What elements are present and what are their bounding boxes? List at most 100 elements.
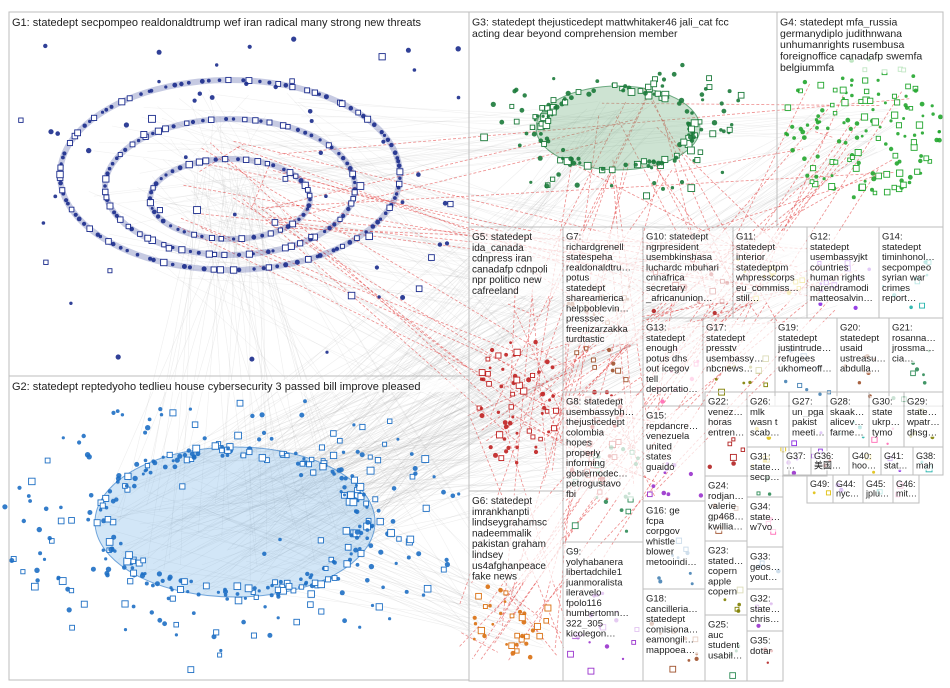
node[interactable] — [433, 475, 436, 478]
node[interactable] — [310, 573, 314, 577]
node[interactable] — [259, 119, 262, 122]
node-avatar[interactable] — [287, 170, 293, 176]
node[interactable] — [370, 524, 374, 528]
node[interactable] — [251, 235, 256, 240]
node-avatar[interactable] — [515, 633, 520, 638]
node[interactable] — [104, 557, 107, 560]
node[interactable] — [299, 577, 303, 581]
node[interactable] — [340, 490, 343, 493]
node[interactable] — [252, 267, 255, 270]
node[interactable] — [396, 438, 399, 441]
node[interactable] — [323, 230, 326, 233]
node[interactable] — [132, 476, 137, 481]
node[interactable] — [679, 98, 684, 103]
node-avatar[interactable] — [290, 221, 296, 227]
node[interactable] — [62, 436, 65, 439]
node-avatar[interactable] — [575, 351, 579, 355]
node[interactable] — [561, 157, 564, 160]
node[interactable] — [162, 621, 167, 626]
node[interactable] — [610, 184, 613, 187]
node[interactable] — [871, 171, 876, 176]
node[interactable] — [108, 167, 112, 171]
node-avatar[interactable] — [530, 125, 534, 129]
node-avatar[interactable] — [118, 153, 122, 157]
node[interactable] — [53, 195, 57, 199]
node-avatar[interactable] — [651, 81, 657, 87]
node[interactable] — [310, 134, 314, 138]
node[interactable] — [296, 462, 300, 466]
node[interactable] — [277, 616, 280, 619]
node-avatar[interactable] — [32, 583, 39, 590]
node[interactable] — [690, 111, 694, 115]
node[interactable] — [722, 129, 726, 133]
node[interactable] — [192, 611, 196, 615]
node[interactable] — [266, 586, 270, 590]
node[interactable] — [115, 214, 119, 218]
node-avatar[interactable] — [486, 372, 491, 377]
node-avatar[interactable] — [92, 115, 97, 120]
node[interactable] — [132, 605, 136, 609]
node[interactable] — [188, 265, 192, 269]
node-avatar[interactable] — [424, 585, 431, 592]
node[interactable] — [905, 95, 908, 98]
node-avatar[interactable] — [859, 99, 863, 103]
node[interactable] — [164, 173, 167, 176]
node[interactable] — [416, 551, 421, 556]
node-avatar[interactable] — [69, 588, 73, 592]
node-avatar[interactable] — [267, 120, 272, 125]
node[interactable] — [358, 525, 362, 529]
node[interactable] — [44, 507, 49, 512]
node[interactable] — [695, 657, 699, 661]
node-avatar[interactable] — [479, 370, 485, 376]
node[interactable] — [652, 484, 656, 488]
node[interactable] — [831, 174, 834, 177]
node-avatar[interactable] — [535, 623, 541, 629]
node[interactable] — [457, 492, 460, 495]
node[interactable] — [516, 432, 519, 435]
node[interactable] — [267, 633, 272, 638]
node[interactable] — [482, 634, 486, 638]
node[interactable] — [913, 134, 916, 137]
node-avatar[interactable] — [509, 405, 513, 409]
node[interactable] — [355, 536, 359, 540]
node[interactable] — [352, 176, 356, 180]
node[interactable] — [823, 177, 826, 180]
node[interactable] — [284, 83, 289, 88]
node[interactable] — [919, 172, 922, 175]
node-avatar[interactable] — [521, 388, 527, 394]
node-avatar[interactable] — [383, 442, 387, 446]
node-avatar[interactable] — [253, 118, 258, 123]
node[interactable] — [111, 242, 115, 246]
node[interactable] — [162, 456, 165, 459]
node-avatar[interactable] — [104, 195, 109, 200]
node-avatar[interactable] — [873, 191, 877, 195]
node-avatar[interactable] — [840, 87, 846, 93]
node[interactable] — [124, 628, 127, 631]
node[interactable] — [591, 89, 596, 94]
node[interactable] — [858, 381, 861, 384]
node-avatar[interactable] — [351, 477, 357, 483]
node[interactable] — [625, 530, 628, 533]
node[interactable] — [141, 572, 144, 575]
node-avatar[interactable] — [286, 583, 292, 589]
node[interactable] — [623, 163, 628, 168]
node[interactable] — [56, 577, 59, 580]
node[interactable] — [88, 120, 91, 123]
node[interactable] — [918, 159, 922, 163]
node-avatar[interactable] — [906, 84, 911, 89]
node[interactable] — [64, 198, 68, 202]
node[interactable] — [102, 549, 105, 552]
node[interactable] — [336, 577, 340, 581]
node[interactable] — [504, 449, 508, 453]
node[interactable] — [503, 420, 508, 425]
node[interactable] — [157, 80, 160, 83]
node[interactable] — [295, 260, 300, 265]
node[interactable] — [512, 89, 516, 93]
node-avatar[interactable] — [481, 134, 488, 141]
node-avatar[interactable] — [510, 104, 514, 108]
node-avatar[interactable] — [833, 88, 837, 92]
node[interactable] — [123, 148, 127, 152]
node[interactable] — [378, 550, 383, 555]
node-avatar[interactable] — [180, 484, 185, 489]
node[interactable] — [877, 93, 880, 96]
